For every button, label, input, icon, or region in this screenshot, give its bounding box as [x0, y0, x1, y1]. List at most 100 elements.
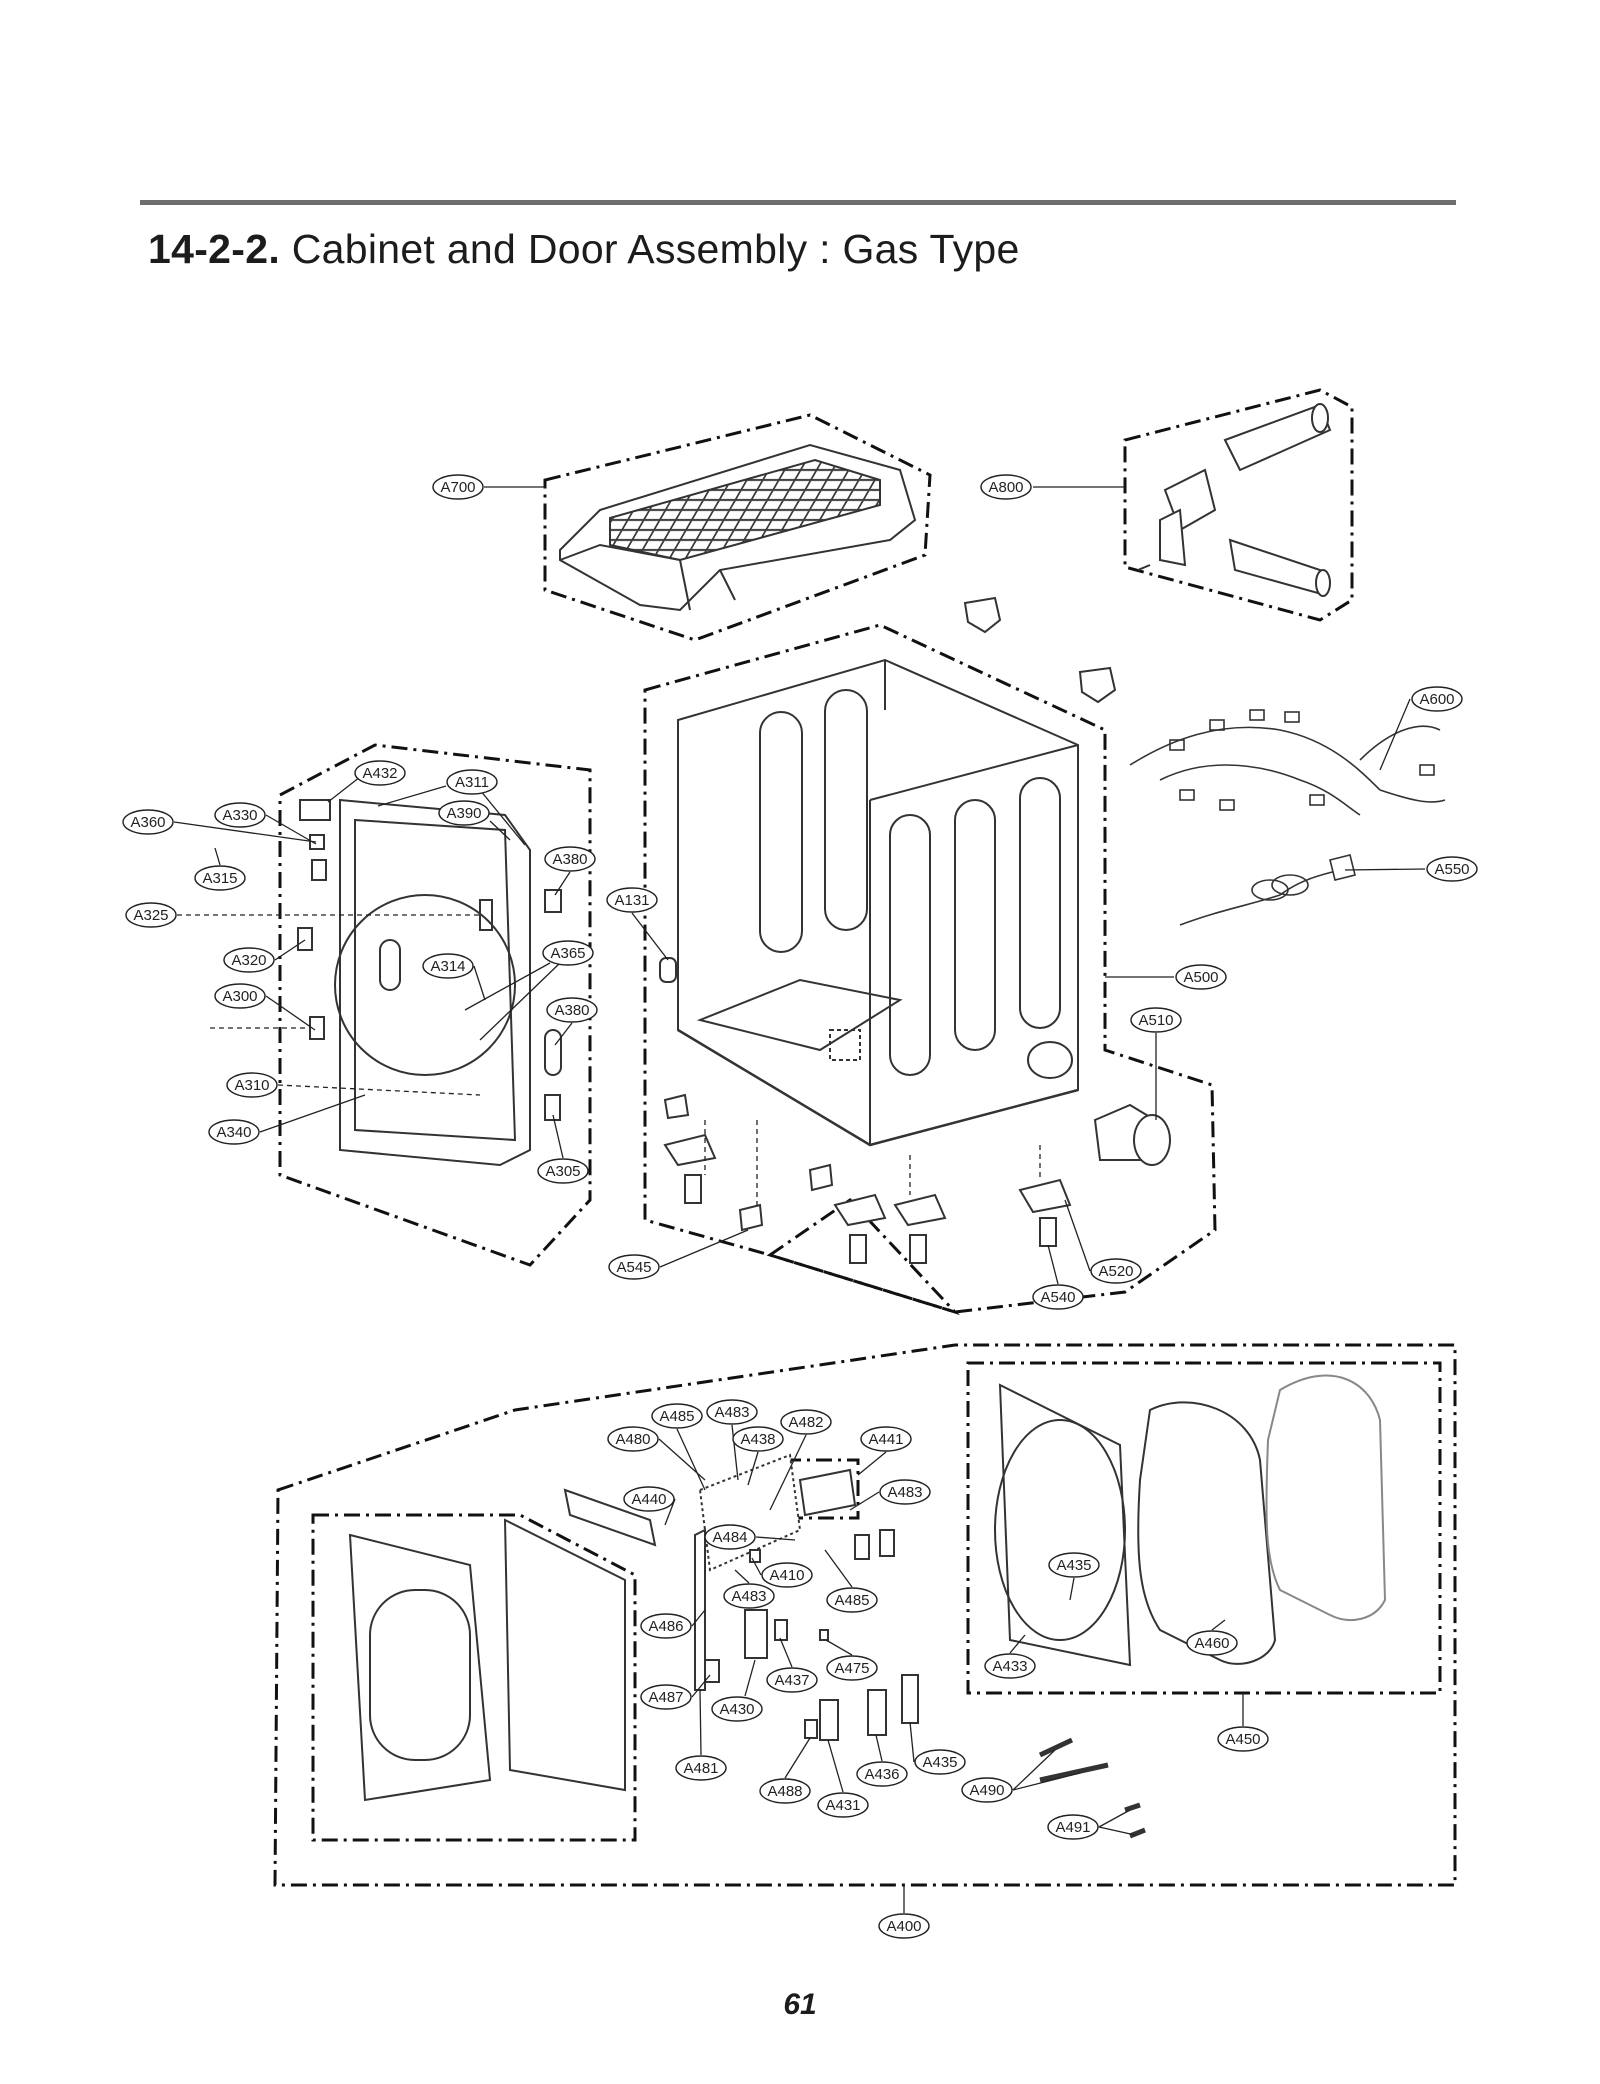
callout-bubble: [640, 1684, 692, 1710]
callout-a410: A410: [761, 1562, 813, 1588]
callout-a131: A131: [606, 887, 658, 913]
callout-label: A450: [1225, 1731, 1260, 1748]
callout-label: A433: [992, 1658, 1027, 1675]
section-title: Cabinet and Door Assembly : Gas Type: [280, 226, 1020, 272]
callout-label: A314: [430, 958, 465, 975]
callout-bubble: [878, 1913, 930, 1939]
callout-a436: A436: [856, 1761, 908, 1787]
callout-a440: A440: [623, 1486, 675, 1512]
top-cover-a700: [559, 443, 917, 612]
door-inner-boundary: [966, 1361, 1442, 1695]
callout-a390: A390: [438, 800, 490, 826]
door-parts: [348, 1374, 1387, 1839]
callout-a325: A325: [125, 902, 177, 928]
callout-label: A500: [1183, 969, 1218, 986]
cabinet-a500: [677, 658, 1079, 1147]
callout-a490: A490: [961, 1777, 1013, 1803]
callout-a314: A314: [422, 953, 474, 979]
callout-label: A380: [554, 1002, 589, 1019]
callout-bubble: [432, 474, 484, 500]
callout-a435: A435: [1048, 1552, 1100, 1578]
page-number: 61: [783, 1988, 817, 2021]
callout-bubble: [1186, 1630, 1238, 1656]
callout-bubble: [826, 1587, 878, 1613]
callout-a330: A330: [214, 802, 266, 828]
callout-a441: A441: [860, 1426, 912, 1452]
callout-label: A360: [130, 814, 165, 831]
callout-label: A550: [1434, 861, 1469, 878]
callout-bubble: [826, 1655, 878, 1681]
callout-label: A481: [683, 1760, 718, 1777]
callout-label: A482: [788, 1414, 823, 1431]
callout-bubble: [438, 800, 490, 826]
callout-label: A390: [446, 805, 481, 822]
callout-a435: A435: [914, 1749, 966, 1775]
callout-label: A437: [774, 1672, 809, 1689]
callout-bubble: [706, 1399, 758, 1425]
callout-a545: A545: [608, 1254, 660, 1280]
callout-bubble: [675, 1755, 727, 1781]
callout-label: A320: [231, 952, 266, 969]
callout-label: A483: [731, 1588, 766, 1605]
callout-a432: A432: [354, 760, 406, 786]
callout-a438: A438: [732, 1426, 784, 1452]
callout-bubble: [780, 1409, 832, 1435]
callout-label: A483: [714, 1404, 749, 1421]
callout-bubble: [860, 1426, 912, 1452]
callout-bubble: [223, 947, 275, 973]
callout-a480: A480: [607, 1426, 659, 1452]
callout-label: A310: [234, 1077, 269, 1094]
callout-a510: A510: [1130, 1007, 1182, 1033]
callout-bubble: [1032, 1284, 1084, 1310]
callout-label: A365: [550, 945, 585, 962]
callout-bubble: [544, 846, 596, 872]
callout-label: A330: [222, 807, 257, 824]
callout-label: A540: [1040, 1289, 1075, 1306]
callout-bubble: [1130, 1007, 1182, 1033]
callout-label: A491: [1055, 1819, 1090, 1836]
callout-bubble: [1175, 964, 1227, 990]
callout-label: A131: [614, 892, 649, 909]
callout-a380: A380: [544, 846, 596, 872]
exhaust-duct-a800: [1137, 403, 1332, 597]
callout-bubble: [606, 887, 658, 913]
callout-a433: A433: [984, 1653, 1036, 1679]
callout-bubble: [759, 1778, 811, 1804]
callout-a481: A481: [675, 1755, 727, 1781]
callout-a460: A460: [1186, 1630, 1238, 1656]
power-cord-a550: [1179, 854, 1356, 926]
header-rule: [140, 200, 1456, 205]
door-assembly-boundary: [273, 1343, 1457, 1887]
a700-group-boundary: [543, 413, 932, 642]
callout-a400: A400: [878, 1913, 930, 1939]
callout-bubble: [817, 1792, 869, 1818]
callout-label: A460: [1194, 1635, 1229, 1652]
callout-label: A485: [834, 1592, 869, 1609]
front-panel: [297, 798, 677, 1167]
callout-a430: A430: [711, 1696, 763, 1722]
callout-a500: A500: [1175, 964, 1227, 990]
callout-bubble: [732, 1426, 784, 1452]
callout-label: A438: [740, 1431, 775, 1448]
callout-a800: A800: [980, 474, 1032, 500]
callout-a305: A305: [537, 1158, 589, 1184]
callout-label: A800: [988, 479, 1023, 496]
callout-label: A315: [202, 870, 237, 887]
callout-label: A436: [864, 1766, 899, 1783]
callout-a520: A520: [1090, 1258, 1142, 1284]
callout-a482: A482: [780, 1409, 832, 1435]
callout-a483: A483: [723, 1583, 775, 1609]
callout-label: A311: [455, 774, 489, 791]
callout-bubble: [446, 769, 498, 795]
callout-label: A700: [440, 479, 475, 496]
callout-label: A483: [887, 1484, 922, 1501]
section-number: 14-2-2.: [148, 226, 281, 272]
callout-a700: A700: [432, 474, 484, 500]
callout-bubble: [640, 1613, 692, 1639]
callout-bubble: [623, 1486, 675, 1512]
callout-a300: A300: [214, 983, 266, 1009]
callout-a310: A310: [226, 1072, 278, 1098]
cabinet-group-boundary: [643, 623, 1217, 1314]
callout-a491: A491: [1047, 1814, 1099, 1840]
